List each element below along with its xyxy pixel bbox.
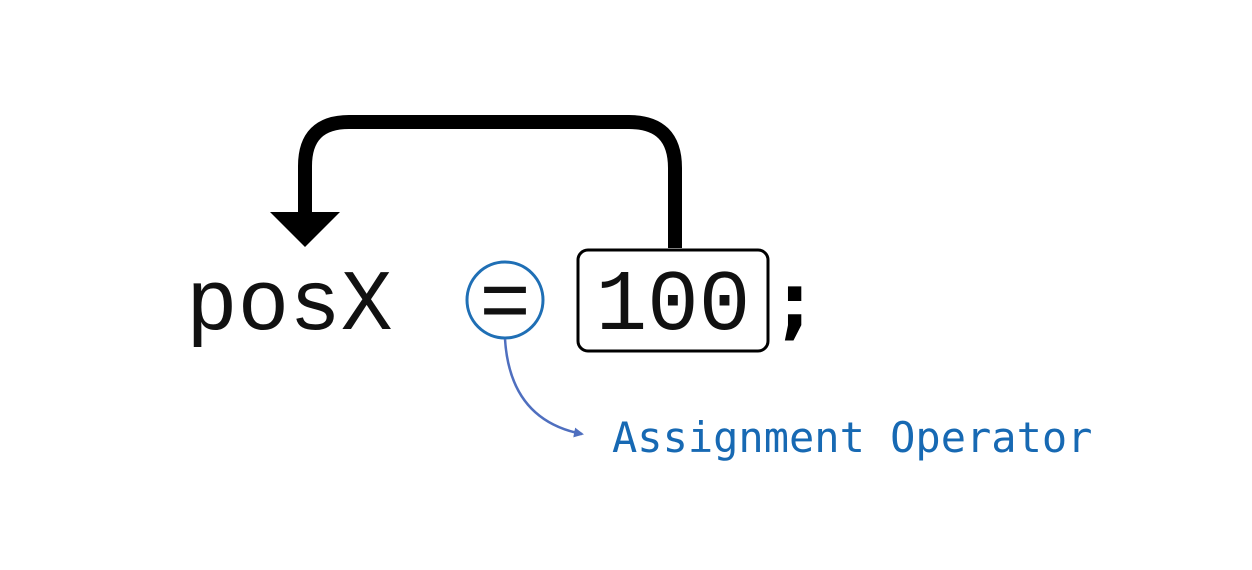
variable-name: posX xyxy=(186,257,392,355)
operator-highlight-circle xyxy=(465,260,545,340)
assignment-flow-arrow xyxy=(270,115,682,248)
value-box xyxy=(576,248,770,353)
assignment-flow-arrow-shaft xyxy=(298,115,682,248)
code-line: posX = 100 ; xyxy=(186,248,819,355)
annotation-label: Assignment Operator xyxy=(612,413,1092,462)
assignment-operator: = xyxy=(479,257,531,355)
assigned-value: 100 xyxy=(596,257,751,355)
assignment-flow-arrowhead xyxy=(270,212,340,247)
annotation-pointer-arrow xyxy=(503,338,584,438)
operator-annotation: Assignment Operator xyxy=(503,338,1092,462)
statement-terminator: ; xyxy=(770,254,819,349)
